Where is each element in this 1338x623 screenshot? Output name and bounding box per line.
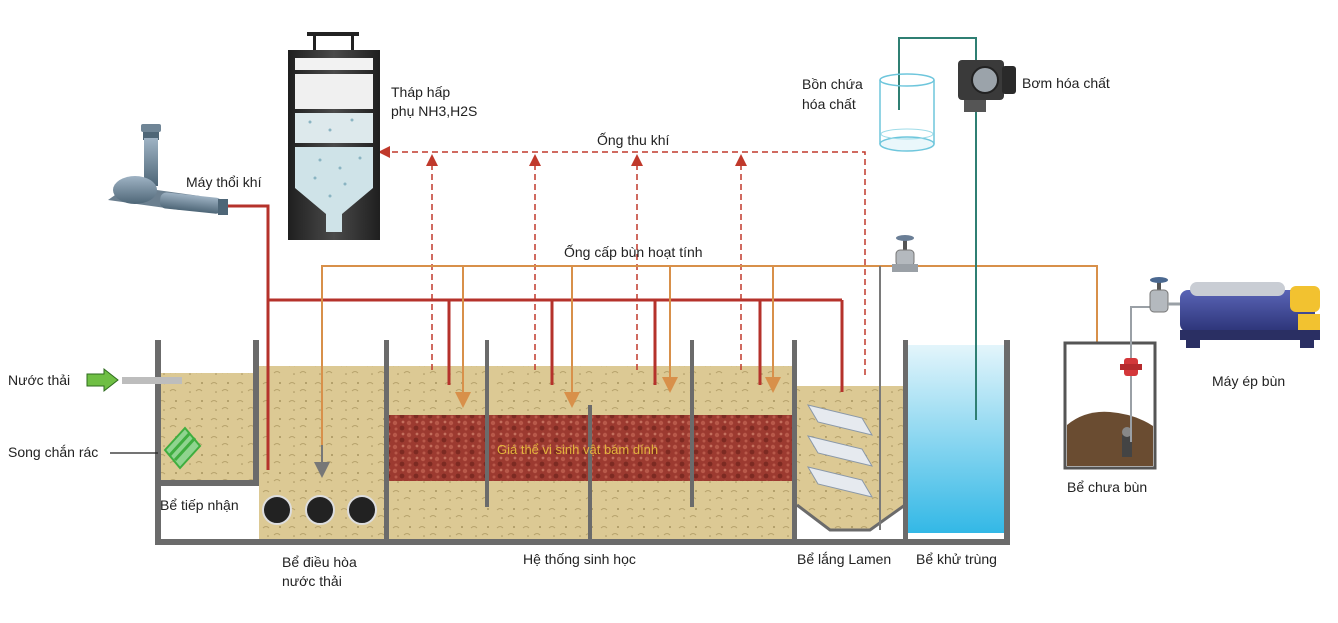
- chemical-tank: [879, 73, 935, 152]
- label-lamella-settler: Bể lắng Lamen: [797, 551, 892, 567]
- chemical-pump: [958, 60, 1016, 112]
- label-inlet: Nước thải: [8, 372, 71, 388]
- ras-pipe-network: [321, 265, 1098, 445]
- lamella-plates: [806, 404, 874, 498]
- label-sludge-tank: Bể chưa bùn: [1067, 479, 1148, 495]
- label-scrubber-line2: phụ NH3,H2S: [391, 103, 478, 119]
- label-scrubber-line1: Tháp hấp: [391, 84, 451, 100]
- scrubber-tower: [288, 32, 380, 240]
- label-disinfection-tank: Bể khử trùng: [916, 551, 997, 567]
- sludge-transfer-line: [1120, 277, 1188, 442]
- label-chemical-tank-line1: Bồn chứa: [802, 76, 863, 92]
- label-equalization-tank-line1: Bể điều hòa: [282, 554, 357, 570]
- sludge-tank: [1063, 341, 1157, 470]
- label-chemical-pump: Bơm hóa chất: [1022, 75, 1110, 91]
- label-equalization-tank-line2: nước thải: [282, 573, 342, 589]
- label-gas-pipe: Ống thu khí: [597, 132, 670, 148]
- label-ras-pipe: Ống cấp bùn hoạt tính: [564, 244, 703, 260]
- inlet-pipe: [86, 367, 182, 393]
- label-air-blower: Máy thổi khí: [186, 174, 262, 190]
- sludge-press-machine: [1180, 282, 1320, 348]
- label-biological-media: Giá thể vi sinh vật bám dính: [497, 442, 659, 457]
- label-chemical-tank-line2: hóa chất: [802, 96, 856, 112]
- air-pipe-network: [228, 204, 844, 470]
- label-bar-screen: Song chắn rác: [8, 444, 99, 460]
- air-blower: [108, 124, 228, 215]
- receiving-tank-water: [161, 373, 253, 481]
- settler-valve: [892, 235, 918, 272]
- label-biological-system: Hệ thống sinh học: [523, 551, 636, 567]
- equalization-pumps: [262, 495, 377, 525]
- bar-screen: [163, 426, 202, 470]
- disinfection-tank-water: [908, 345, 1004, 533]
- label-sludge-press: Máy ép bùn: [1212, 373, 1286, 389]
- label-receiving-tank: Bể tiếp nhận: [160, 497, 239, 513]
